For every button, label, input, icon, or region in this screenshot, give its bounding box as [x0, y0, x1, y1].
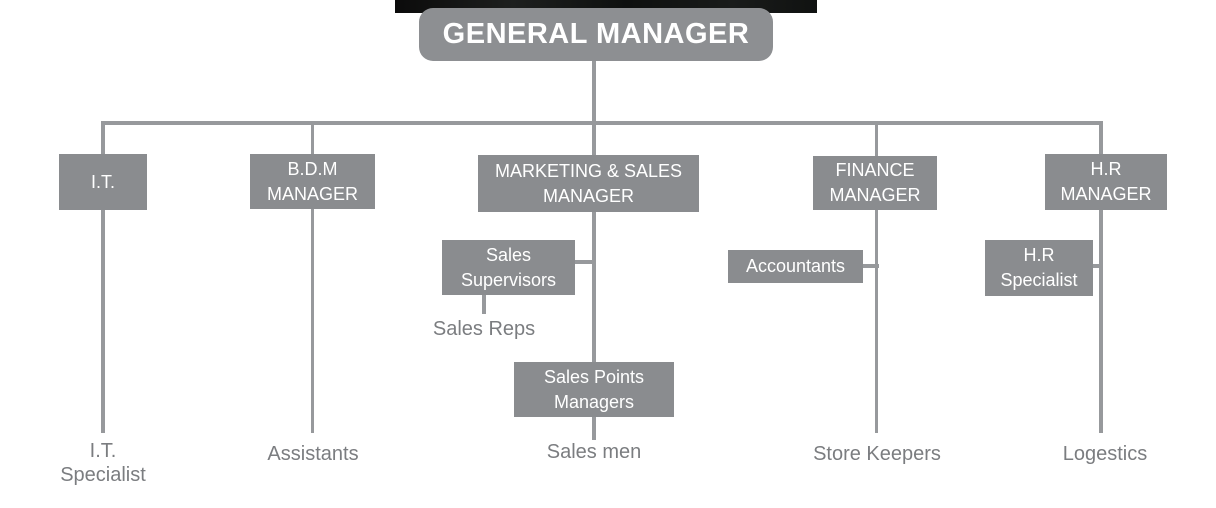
connector-bdm-top [310, 121, 314, 156]
connector-finance-top [874, 121, 878, 158]
connector-finance-drop [874, 208, 878, 433]
connector-sales-supervisors [573, 260, 594, 264]
connector-salesmen-stub [592, 415, 596, 440]
node-accountants: Accountants [728, 250, 863, 283]
node-bdm-manager: B.D.M MANAGER [250, 154, 375, 209]
node-sales-points-managers: Sales Points Managers [514, 362, 674, 417]
connector-bdm-drop [310, 208, 314, 433]
connector-hr-specialist [1091, 264, 1102, 268]
node-marketing-sales-manager: MARKETING & SALES MANAGER [478, 155, 699, 212]
node-general-manager: GENERAL MANAGER [419, 8, 773, 61]
node-hr-manager: H.R MANAGER [1045, 154, 1167, 210]
label-logestics: Logestics [1062, 443, 1148, 465]
node-it-manager: I.T. [59, 154, 147, 210]
connector-accountants [861, 264, 879, 268]
label-it-specialist: I.T. Specialist [60, 440, 146, 486]
node-finance-manager: FINANCE MANAGER [813, 156, 937, 210]
connector-marketing-drop [592, 210, 596, 363]
connector-marketing-top [592, 121, 596, 157]
connector-it-top [101, 121, 105, 156]
node-hr-specialist: H.R Specialist [985, 240, 1093, 296]
label-assistants: Assistants [267, 443, 359, 465]
connector-root-drop [592, 58, 596, 124]
connector-it-drop [101, 208, 105, 433]
label-sales-reps: Sales Reps [432, 318, 536, 340]
connector-sales-reps-stub [482, 293, 486, 314]
node-sales-supervisors: Sales Supervisors [442, 240, 575, 295]
connector-hr-top [1099, 121, 1103, 156]
connector-trunk [101, 121, 1103, 125]
connector-hr-drop [1099, 208, 1103, 433]
label-store-keepers: Store Keepers [813, 443, 941, 465]
label-sales-men: Sales men [546, 441, 642, 463]
